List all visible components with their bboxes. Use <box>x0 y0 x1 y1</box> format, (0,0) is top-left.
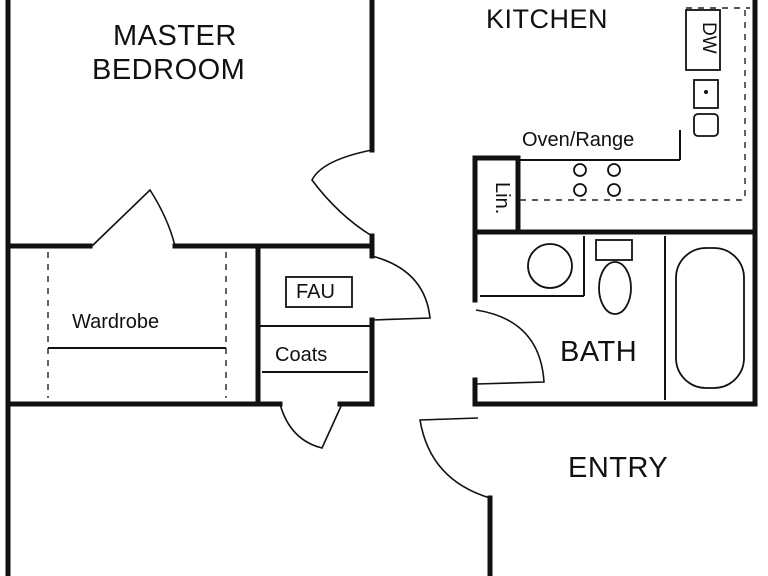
doors <box>91 149 545 499</box>
coats-door <box>279 403 343 449</box>
sink-icon <box>527 243 573 289</box>
fau-door <box>371 255 431 321</box>
fau-box <box>285 276 353 308</box>
coats-label: Coats <box>275 344 328 366</box>
linen-label: Lin. <box>491 182 513 215</box>
bath-label: BATH <box>560 336 638 368</box>
master-bedroom-label-line2: BEDROOM <box>92 54 246 86</box>
fau-label: FAU <box>296 281 335 303</box>
walls <box>5 0 758 576</box>
wardrobe-label: Wardrobe <box>72 311 160 333</box>
bath-fixtures <box>527 239 745 389</box>
burner-icon <box>573 163 587 177</box>
dashed-lines <box>47 7 750 398</box>
kitchen-label: KITCHEN <box>486 4 609 34</box>
kitchen-fixtures <box>285 9 721 308</box>
dishwasher-icon <box>685 9 721 71</box>
partitions <box>258 130 681 400</box>
bath-door <box>475 309 545 385</box>
master-bedroom-label-line1: MASTER <box>113 20 237 52</box>
toilet-bowl-icon <box>598 261 632 315</box>
toilet-tank-icon <box>595 239 633 261</box>
oven-range-label: Oven/Range <box>522 129 635 151</box>
bedroom-door <box>311 149 373 237</box>
entry-label: ENTRY <box>568 452 669 484</box>
burner-icon <box>573 183 587 197</box>
burner-icon <box>607 183 621 197</box>
bathtub-icon <box>675 247 745 389</box>
dishwasher-label: DW <box>698 22 719 54</box>
burner-icon <box>607 163 621 177</box>
entry-door <box>419 417 491 499</box>
counter-box-icon <box>693 113 719 137</box>
wardrobe-door <box>91 188 176 247</box>
